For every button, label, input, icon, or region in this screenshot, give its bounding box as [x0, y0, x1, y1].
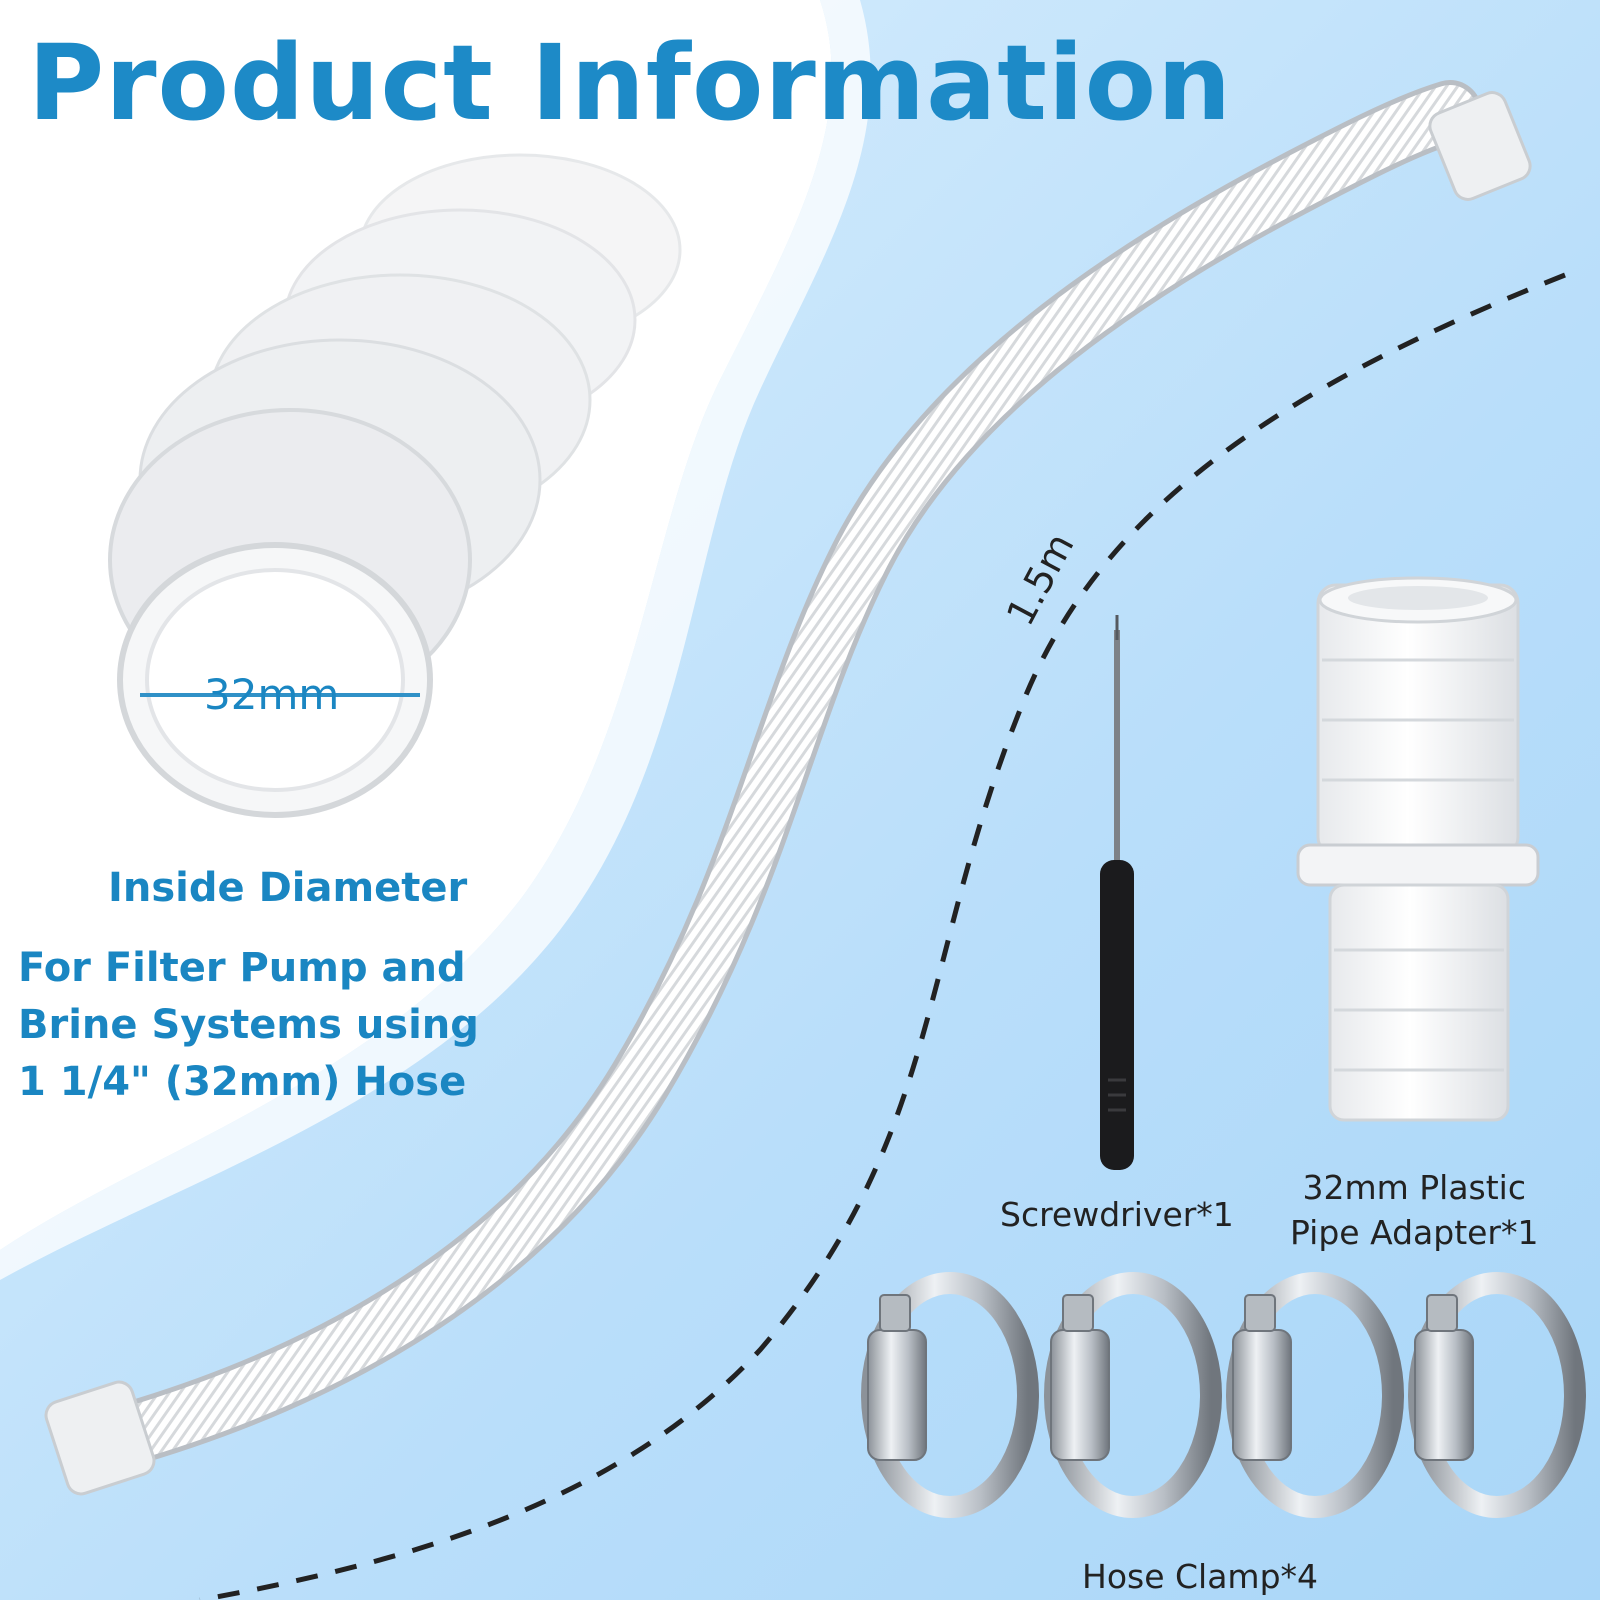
adapter-label: 32mm Plastic Pipe Adapter*1	[1290, 1165, 1539, 1255]
screwdriver-image	[1100, 615, 1134, 1170]
hose-clamp-image-1	[861, 1272, 1039, 1518]
adapter-label-line: Pipe Adapter*1	[1290, 1213, 1539, 1252]
diameter-label: 32mm	[204, 670, 340, 719]
hose-clamp-image-3	[1226, 1272, 1404, 1518]
hose-clamp-image-4	[1408, 1272, 1586, 1518]
white-wave-highlight	[0, 0, 871, 1280]
adapter-label-line: 32mm Plastic	[1302, 1168, 1526, 1207]
screwdriver-label: Screwdriver*1	[1000, 1195, 1234, 1234]
pipe-adapter-image	[1296, 576, 1540, 1122]
corrugated-hose-image	[44, 80, 1532, 1496]
description-line: Brine Systems using	[18, 1002, 479, 1048]
description-line: 1 1/4" (32mm) Hose	[18, 1059, 467, 1105]
page-title: Product Information	[28, 22, 1233, 144]
description-line: For Filter Pump and	[18, 945, 466, 991]
inside-diameter-label: Inside Diameter	[108, 865, 468, 911]
hose-clamp-image-2	[1044, 1272, 1222, 1518]
hose-description: For Filter Pump and Brine Systems using …	[18, 940, 479, 1111]
hose-clamp-label: Hose Clamp*4	[1082, 1557, 1319, 1596]
length-dashed-line	[199, 272, 1566, 1600]
hose-closeup-image	[108, 153, 682, 818]
